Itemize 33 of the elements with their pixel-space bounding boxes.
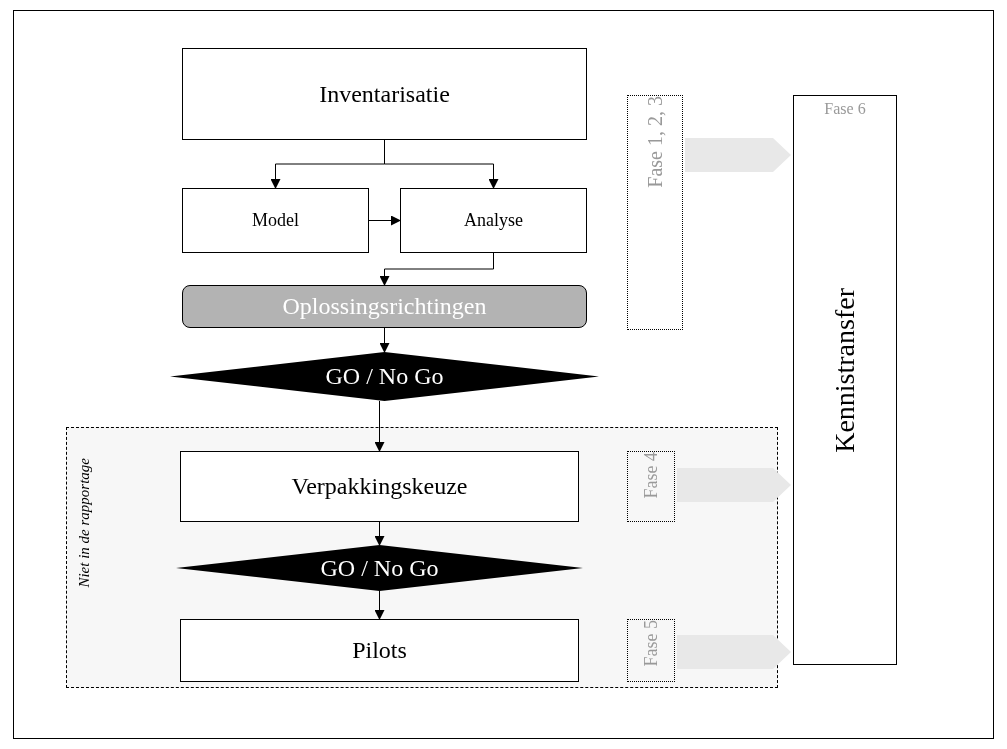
box-label: Verpakkingskeuze bbox=[291, 473, 468, 500]
phase-label: Fase 1, 2, 3 bbox=[645, 96, 665, 188]
box-label: Analyse bbox=[464, 210, 523, 231]
phase-label: Fase 5 bbox=[642, 620, 660, 667]
decision-label: GO / No Go bbox=[325, 363, 444, 390]
phase-label: Fase 4 bbox=[642, 452, 660, 499]
phase-box bbox=[627, 451, 675, 522]
arrow bbox=[374, 521, 385, 546]
region-label: Niet in de rapportage bbox=[77, 457, 92, 588]
process-box bbox=[400, 188, 587, 253]
arrow bbox=[379, 252, 494, 286]
box-label: Pilots bbox=[352, 637, 407, 664]
process-box bbox=[180, 619, 579, 682]
box-label: Oplossingsrichtingen bbox=[282, 293, 487, 320]
block-arrow bbox=[677, 468, 791, 502]
phase-label: Fase 6 bbox=[824, 100, 866, 118]
arrow bbox=[374, 590, 385, 620]
decision-label: GO / No Go bbox=[320, 554, 439, 582]
block-arrow bbox=[677, 635, 791, 669]
phase-column bbox=[793, 95, 897, 665]
phase-box bbox=[627, 619, 675, 682]
dashed-region bbox=[66, 427, 778, 688]
column-label: Kennistransfer bbox=[831, 288, 859, 453]
box-label: Model bbox=[252, 210, 299, 231]
arrow bbox=[374, 400, 385, 452]
arrow bbox=[368, 215, 401, 226]
phase-box bbox=[627, 95, 683, 330]
arrow bbox=[379, 327, 390, 353]
result-box bbox=[182, 285, 587, 328]
box-label: Inventarisatie bbox=[319, 80, 450, 108]
process-box bbox=[182, 48, 587, 140]
process-box bbox=[182, 188, 369, 253]
process-box bbox=[180, 451, 579, 522]
